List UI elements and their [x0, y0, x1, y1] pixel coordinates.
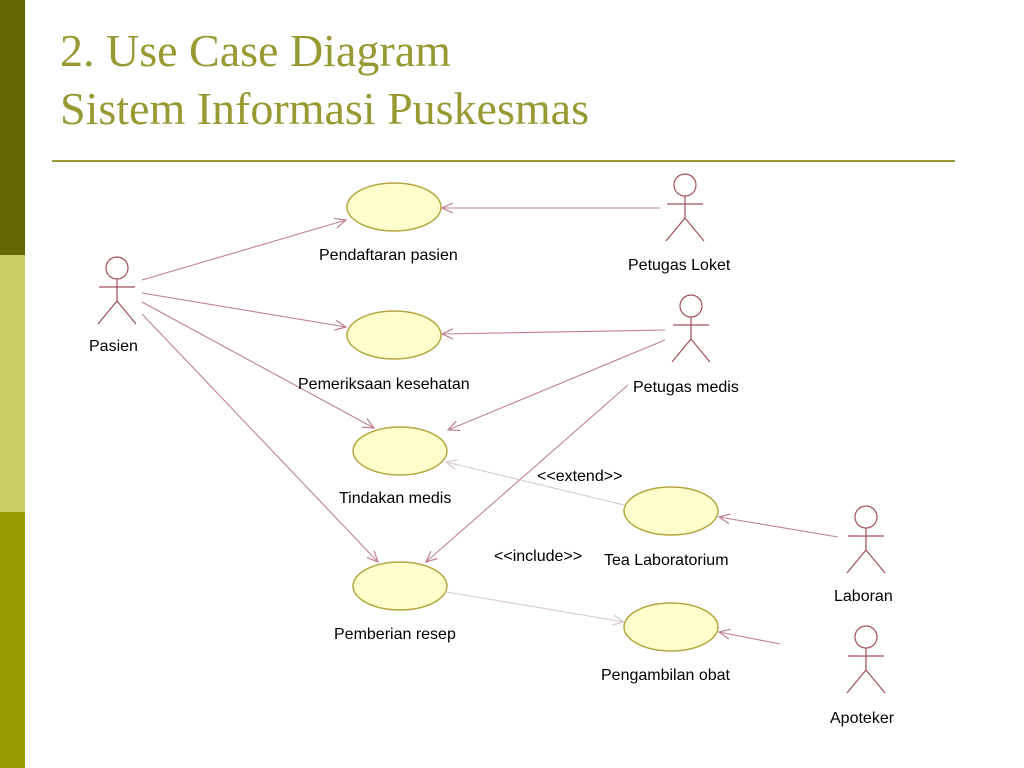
usecase-label-pemeriksaan-kesehatan: Pemeriksaan kesehatan — [298, 376, 470, 393]
usecase-label-pendaftaran-pasien: Pendaftaran pasien — [319, 247, 458, 264]
usecase-pendaftaran-pasien — [346, 182, 442, 232]
actor-label-pasien: Pasien — [89, 338, 138, 355]
assoc-medis-pemberian — [426, 384, 629, 562]
sidebar-segment-dark — [0, 0, 25, 255]
actor-label-laboran: Laboran — [834, 588, 893, 605]
assoc-medis-pemeriksaan — [442, 330, 666, 334]
assoc-medis-tindakan — [448, 339, 666, 430]
assoc-pasien-pemberian — [141, 313, 378, 562]
actor-label-apoteker: Apoteker — [830, 710, 895, 727]
usecase-pemberian-resep — [352, 561, 448, 611]
actor-label-petugas-loket: Petugas Loket — [628, 257, 731, 274]
actor-petugas-medis — [671, 294, 711, 363]
usecase-tindakan-medis — [352, 426, 448, 476]
stereotype-extend: <<extend>> — [537, 468, 622, 485]
actor-pasien — [97, 256, 137, 325]
slide-sidebar — [0, 0, 25, 768]
actor-petugas-loket — [665, 173, 705, 242]
slide-title: 2. Use Case Diagram Sistem Informasi Pus… — [60, 22, 589, 138]
usecase-pemeriksaan-kesehatan — [346, 310, 442, 360]
assoc-apoteker-pengambilan — [719, 632, 781, 645]
assoc-laboran-laboratorium — [719, 517, 839, 538]
title-underline — [52, 160, 955, 162]
sidebar-segment-mid — [0, 512, 25, 768]
usecase-label-tea-laboratorium: Tea Laboratorium — [604, 552, 729, 569]
stereotype-include: <<include>> — [494, 548, 582, 565]
assoc-pasien-tindakan — [141, 301, 374, 428]
actor-label-petugas-medis: Petugas medis — [633, 379, 739, 396]
slide-title-line-1: 2. Use Case Diagram — [60, 25, 451, 76]
assoc-pasien-pemeriksaan — [141, 292, 346, 327]
include-dependency — [446, 591, 624, 622]
assoc-pasien-pendaftaran — [141, 220, 346, 281]
usecase-tea-laboratorium — [623, 486, 719, 536]
usecase-label-pengambilan-obat: Pengambilan obat — [601, 667, 731, 684]
actor-apoteker — [846, 625, 886, 694]
sidebar-segment-light — [0, 255, 25, 512]
usecase-pengambilan-obat — [623, 602, 719, 652]
actor-laboran — [846, 505, 886, 574]
extend-dependency — [446, 462, 625, 506]
usecase-label-pemberian-resep: Pemberian resep — [334, 626, 456, 643]
slide-title-line-2: Sistem Informasi Puskesmas — [60, 83, 589, 134]
usecase-label-tindakan-medis: Tindakan medis — [339, 490, 451, 507]
